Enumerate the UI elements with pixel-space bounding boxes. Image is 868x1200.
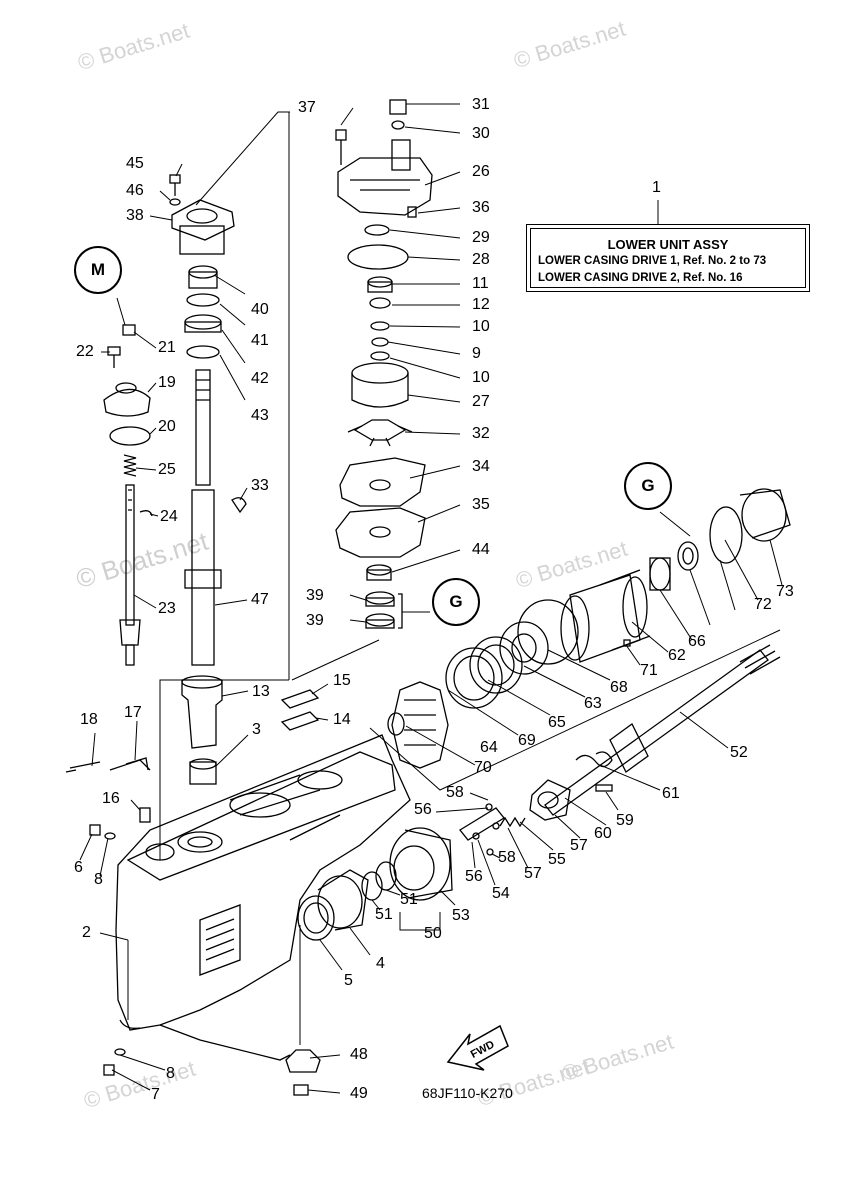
callout-35: 35 — [472, 496, 490, 513]
callout-43: 43 — [251, 407, 269, 424]
callout-6: 6 — [74, 859, 83, 876]
pump-housing — [337, 157, 433, 216]
callout-73: 73 — [776, 583, 794, 600]
callout-57: 57 — [524, 865, 542, 882]
callout-9: 9 — [472, 345, 481, 362]
callout-22: 22 — [76, 343, 94, 360]
callout-68: 68 — [610, 679, 628, 696]
callout-15: 15 — [333, 672, 351, 689]
legend-title: LOWER UNIT ASSY — [607, 237, 729, 252]
callout-34: 34 — [472, 458, 490, 475]
callout-8: 8 — [94, 871, 103, 888]
callout-31: 31 — [472, 96, 490, 113]
callout-72: 72 — [754, 596, 772, 613]
callout-32: 32 — [472, 425, 490, 442]
shift-rod — [125, 484, 135, 626]
lubricant-stamp-m: M — [74, 246, 122, 294]
callout-51: 51 — [400, 891, 418, 908]
fwd-arrow — [446, 1024, 509, 1071]
callout-46: 46 — [126, 182, 144, 199]
callout-61: 61 — [662, 785, 680, 802]
callout-5: 5 — [344, 972, 353, 989]
callout-12: 12 — [472, 296, 490, 313]
callout-20: 20 — [158, 418, 176, 435]
drive-shaft — [191, 489, 215, 666]
callout-39: 39 — [306, 612, 324, 629]
reverse-gear — [391, 681, 449, 769]
callout-40: 40 — [251, 301, 269, 318]
callout-19: 19 — [158, 374, 176, 391]
callout-69: 69 — [518, 732, 536, 749]
callout-25: 25 — [158, 461, 176, 478]
callout-54: 54 — [492, 885, 510, 902]
lubricant-stamp-g: G — [624, 462, 672, 510]
callout-16: 16 — [102, 790, 120, 807]
callout-41: 41 — [251, 332, 269, 349]
legend-line-1: LOWER CASING DRIVE 1, Ref. No. 2 to 73 — [538, 255, 767, 267]
callout-23: 23 — [158, 600, 176, 617]
callout-44: 44 — [472, 541, 490, 558]
callout-62: 62 — [668, 647, 686, 664]
callout-7: 7 — [151, 1086, 160, 1103]
callout-27: 27 — [472, 393, 490, 410]
callout-30: 30 — [472, 125, 490, 142]
callout-57: 57 — [570, 837, 588, 854]
callout-10: 10 — [472, 369, 490, 386]
callout-56: 56 — [465, 868, 483, 885]
callout-26: 26 — [472, 163, 490, 180]
lubricant-stamp-g: G — [432, 578, 480, 626]
callout-24: 24 — [160, 508, 178, 525]
lower-casing — [115, 734, 411, 1031]
callout-64: 64 — [480, 739, 498, 756]
callout-29: 29 — [472, 229, 490, 246]
callout-17: 17 — [124, 704, 142, 721]
callout-1: 1 — [652, 179, 661, 196]
callout-52: 52 — [730, 744, 748, 761]
diagram-code: 68JF110-K270 — [422, 1085, 513, 1101]
callout-8: 8 — [166, 1065, 175, 1082]
callout-70: 70 — [474, 759, 492, 776]
callout-14: 14 — [333, 711, 351, 728]
propeller-shaft — [544, 649, 769, 816]
legend-box: LOWER UNIT ASSY LOWER CASING DRIVE 1, Re… — [526, 224, 810, 292]
callout-66: 66 — [688, 633, 706, 650]
callout-36: 36 — [472, 199, 490, 216]
callout-42: 42 — [251, 370, 269, 387]
callout-48: 48 — [350, 1046, 368, 1063]
callout-59: 59 — [616, 812, 634, 829]
callout-10: 10 — [472, 318, 490, 335]
callout-37: 37 — [298, 99, 316, 116]
callout-56: 56 — [414, 801, 432, 818]
callout-63: 63 — [584, 695, 602, 712]
callout-38: 38 — [126, 207, 144, 224]
callout-58: 58 — [498, 849, 516, 866]
callout-51: 51 — [375, 906, 393, 923]
callout-33: 33 — [251, 477, 269, 494]
callout-11: 11 — [472, 275, 489, 292]
callout-71: 71 — [640, 662, 658, 679]
callout-60: 60 — [594, 825, 612, 842]
callout-50: 50 — [424, 925, 442, 942]
callout-3: 3 — [252, 721, 261, 738]
callout-47: 47 — [251, 591, 269, 608]
callout-53: 53 — [452, 907, 470, 924]
legend-line-2: LOWER CASING DRIVE 2, Ref. No. 16 — [538, 272, 743, 284]
callout-65: 65 — [548, 714, 566, 731]
callout-58: 58 — [446, 784, 464, 801]
callout-18: 18 — [80, 711, 98, 728]
callout-55: 55 — [548, 851, 566, 868]
callout-2: 2 — [82, 924, 91, 941]
callout-39: 39 — [306, 587, 324, 604]
callout-13: 13 — [252, 683, 270, 700]
callout-28: 28 — [472, 251, 490, 268]
callout-21: 21 — [158, 339, 176, 356]
callout-4: 4 — [376, 955, 385, 972]
callout-45: 45 — [126, 155, 144, 172]
callout-49: 49 — [350, 1085, 368, 1102]
